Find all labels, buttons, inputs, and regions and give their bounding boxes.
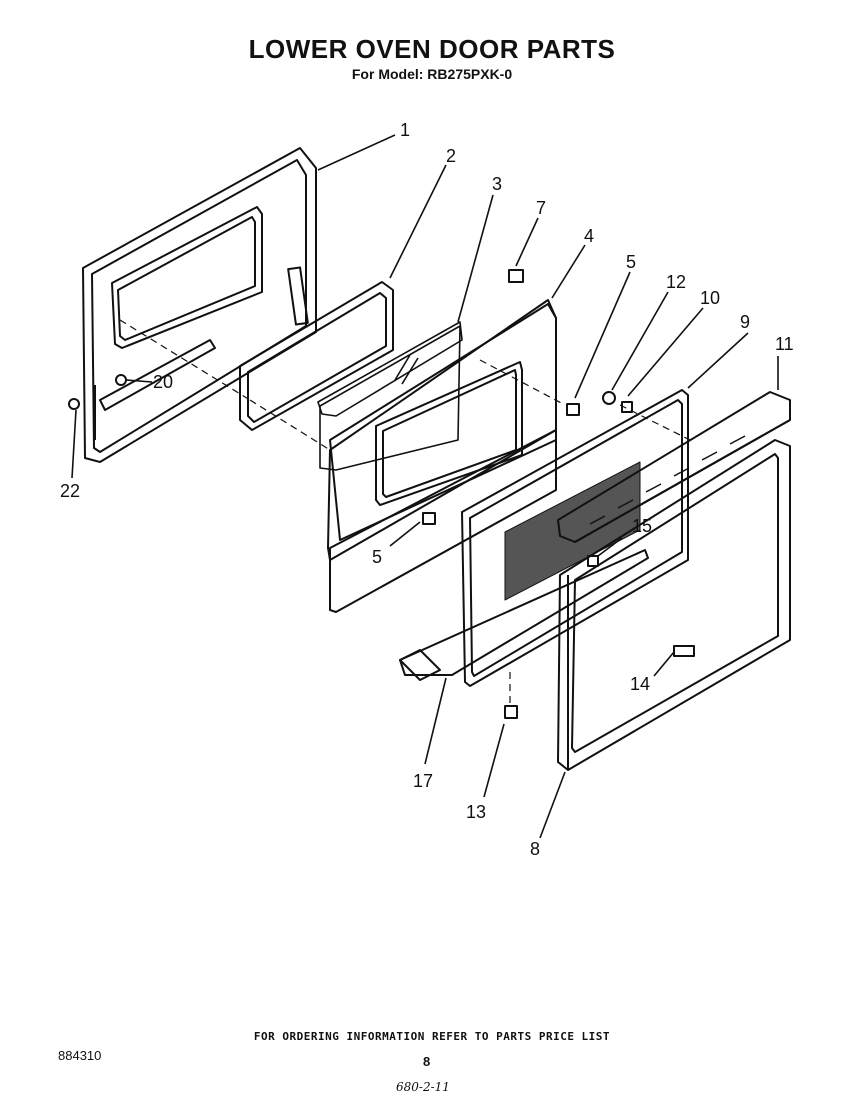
callout-7: 7 [536, 198, 546, 218]
callout-5-lower: 5 [372, 547, 382, 567]
page-number: 8 [423, 1054, 431, 1069]
part-12-screw [602, 391, 616, 405]
callout-8: 8 [530, 839, 540, 859]
callout-20: 20 [153, 372, 173, 392]
document-code: 884310 [58, 1048, 102, 1063]
handwritten-note: 680-2-11 [396, 1080, 450, 1094]
callout-10: 10 [700, 288, 720, 308]
part-5-bumper-upper [566, 403, 580, 416]
ordering-note: FOR ORDERING INFORMATION REFER TO PARTS … [253, 1030, 611, 1043]
part-15-bracket [587, 555, 599, 567]
callout-13: 13 [466, 802, 486, 822]
model-subtitle: For Model: RB275PXK-0 [351, 66, 513, 82]
callout-9: 9 [740, 312, 750, 332]
callout-15: 15 [632, 516, 652, 536]
part-4-inner-liner [327, 299, 557, 613]
part-10-clip [621, 401, 633, 413]
part-8-door-frame [557, 439, 791, 771]
part-11-vent-trim [557, 391, 791, 543]
part-22-screw [68, 398, 80, 410]
callout-11: 11 [775, 334, 794, 354]
part-13-clip [504, 705, 518, 719]
callout-14: 14 [630, 674, 650, 694]
callout-22: 22 [60, 481, 80, 501]
part-1-outer-door-panel [82, 147, 317, 463]
part-2-gasket [239, 281, 394, 431]
part-17-bottom-rail [399, 549, 649, 681]
callout-4: 4 [584, 226, 594, 246]
callout-5-upper: 5 [626, 252, 636, 272]
part-7-clip [508, 269, 524, 283]
part-5-bumper-lower [422, 512, 436, 525]
part-20-screw [115, 374, 127, 386]
callout-17: 17 [413, 771, 433, 791]
callout-3: 3 [492, 174, 502, 194]
callout-1: 1 [400, 120, 410, 140]
part-3-glass [317, 321, 463, 471]
part-14-bracket [673, 645, 695, 657]
callout-12: 12 [666, 272, 686, 292]
part-9-inner-glass [461, 389, 689, 687]
page-title: LOWER OVEN DOOR PARTS [248, 34, 616, 64]
callout-2: 2 [446, 146, 456, 166]
